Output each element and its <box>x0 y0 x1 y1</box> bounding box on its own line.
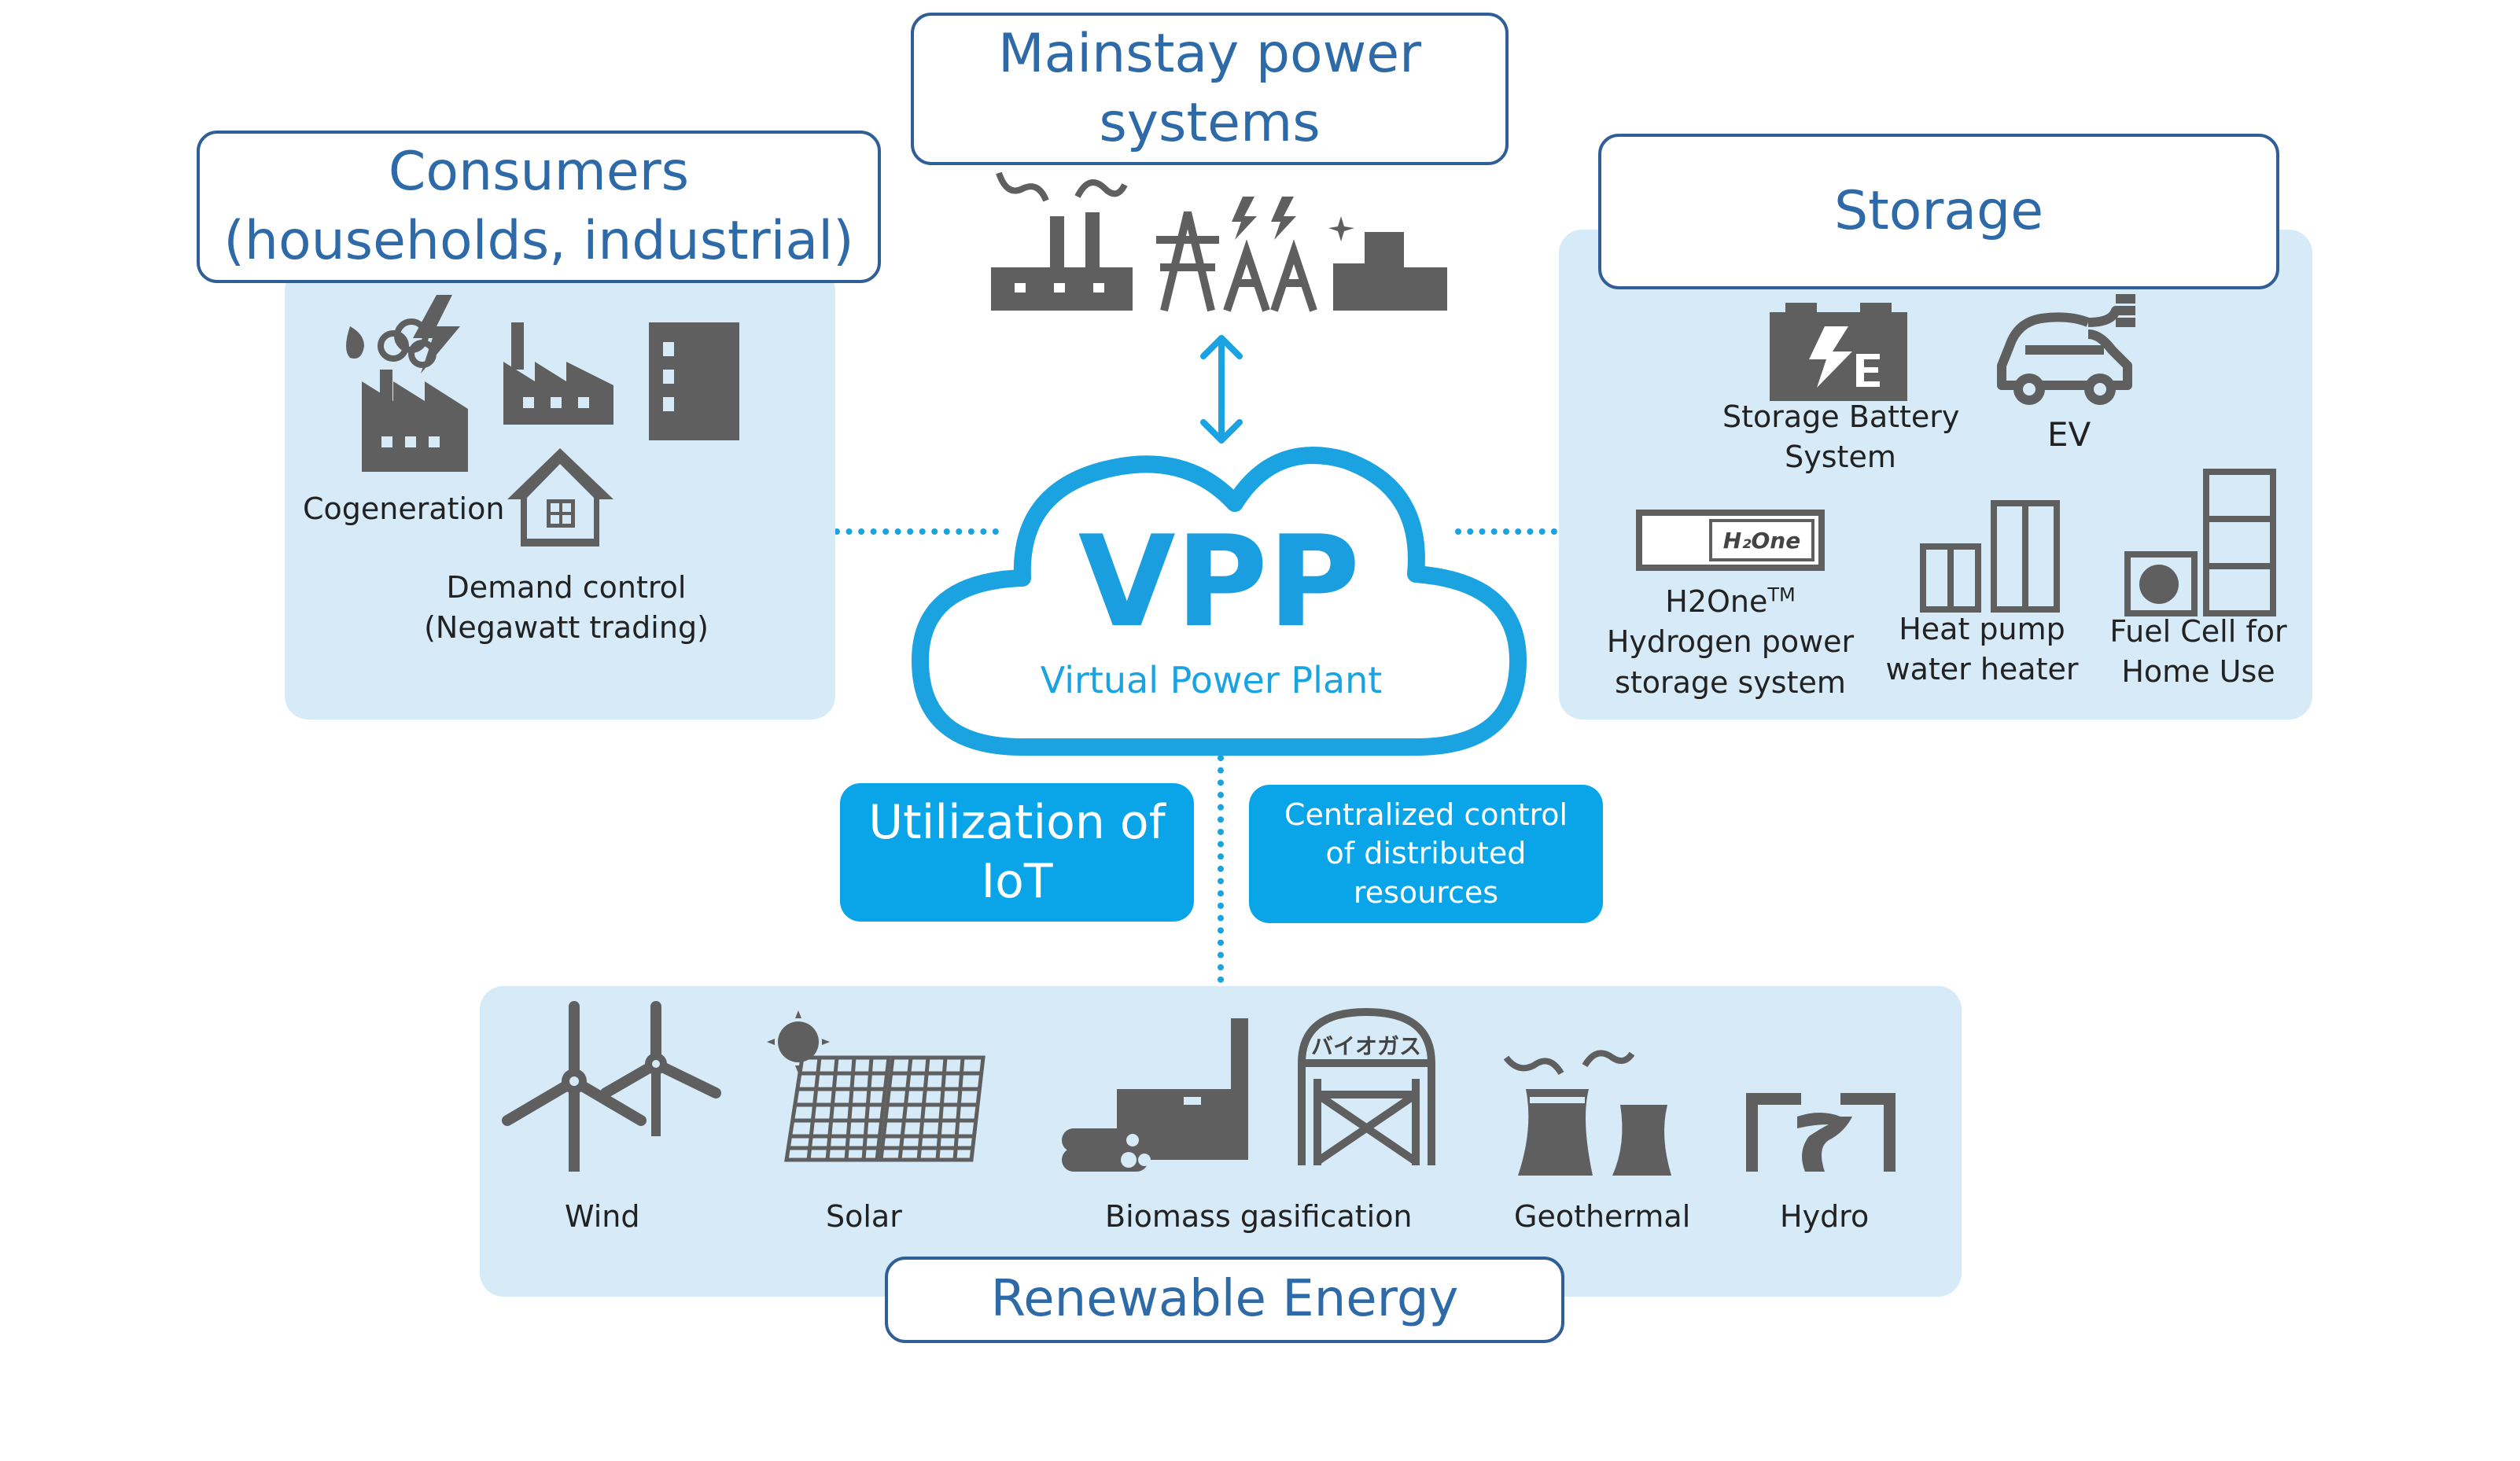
central-control-box: Centralized control of distributed resou… <box>1249 785 1603 923</box>
solar-label: Solar <box>826 1199 902 1234</box>
storage-panel <box>1559 230 2312 719</box>
heat-pump-icon <box>1920 500 2060 613</box>
hydro-label: Hydro <box>1780 1199 1870 1234</box>
consumers-title: Consumers (households, industrial) <box>197 131 881 283</box>
biomass-plant-icon <box>1062 1018 1248 1172</box>
wind-turbine-icon <box>502 1001 721 1172</box>
hydro-icon <box>1746 1093 1896 1172</box>
house-icon <box>507 448 613 546</box>
connector-right <box>1455 528 1557 535</box>
factory-icon <box>503 322 613 425</box>
heat-pump-label: Heat pump water heater <box>1885 612 2079 687</box>
solar-panel-icon <box>767 1010 986 1162</box>
biogas-sign: バイオガス <box>1311 1033 1421 1059</box>
h2one-description: Hydrogen power storage system <box>1606 624 1855 700</box>
battery-label: Storage Battery System <box>1722 399 1960 475</box>
biogas-tank-icon: バイオガス <box>1298 1007 1435 1165</box>
ev-icon <box>1997 294 2135 405</box>
city-buildings-icon <box>1328 216 1447 311</box>
wind-label: Wind <box>565 1199 640 1234</box>
battery-icon <box>1770 303 1907 401</box>
h2one-trademark: TM <box>1767 583 1796 606</box>
connector-left <box>834 528 999 535</box>
geothermal-label: Geothermal <box>1514 1199 1691 1234</box>
h2one-name: H2One <box>1665 584 1768 619</box>
vpp-subtitle: Virtual Power Plant <box>1040 659 1383 701</box>
fuel-cell-label: Fuel Cell for Home Use <box>2109 614 2287 690</box>
fuel-cell-icon <box>2124 469 2276 616</box>
iot-box: Utilization of IoT <box>840 783 1194 922</box>
biomass-label: Biomass gasification <box>1105 1199 1413 1234</box>
demand-control-label: Demand control (Negawatt trading) <box>424 570 709 646</box>
renewable-title: Renewable Energy <box>885 1257 1564 1343</box>
vpp-title: VPP <box>1078 508 1361 655</box>
h2one-logo-text: H₂One <box>1723 528 1800 554</box>
connector-bottom <box>1218 755 1224 983</box>
bidirectional-arrow-icon <box>1200 335 1243 443</box>
building-icon <box>649 322 739 440</box>
cogeneration-icon <box>346 295 468 472</box>
ev-label: EV <box>2047 415 2091 454</box>
vpp-cloud-icon <box>912 447 1527 756</box>
h2one-label: H2OneTM Hydrogen power storage system <box>1604 582 1856 703</box>
mainstay-title: Mainstay power systems <box>911 13 1509 165</box>
geothermal-icon <box>1503 1050 1671 1176</box>
cogeneration-label: Cogeneration <box>303 491 505 526</box>
transmission-tower-icon <box>1156 197 1317 312</box>
h2one-icon: H₂One <box>1636 510 1825 571</box>
power-plant-icon <box>991 171 1133 311</box>
storage-title: Storage <box>1598 134 2279 289</box>
